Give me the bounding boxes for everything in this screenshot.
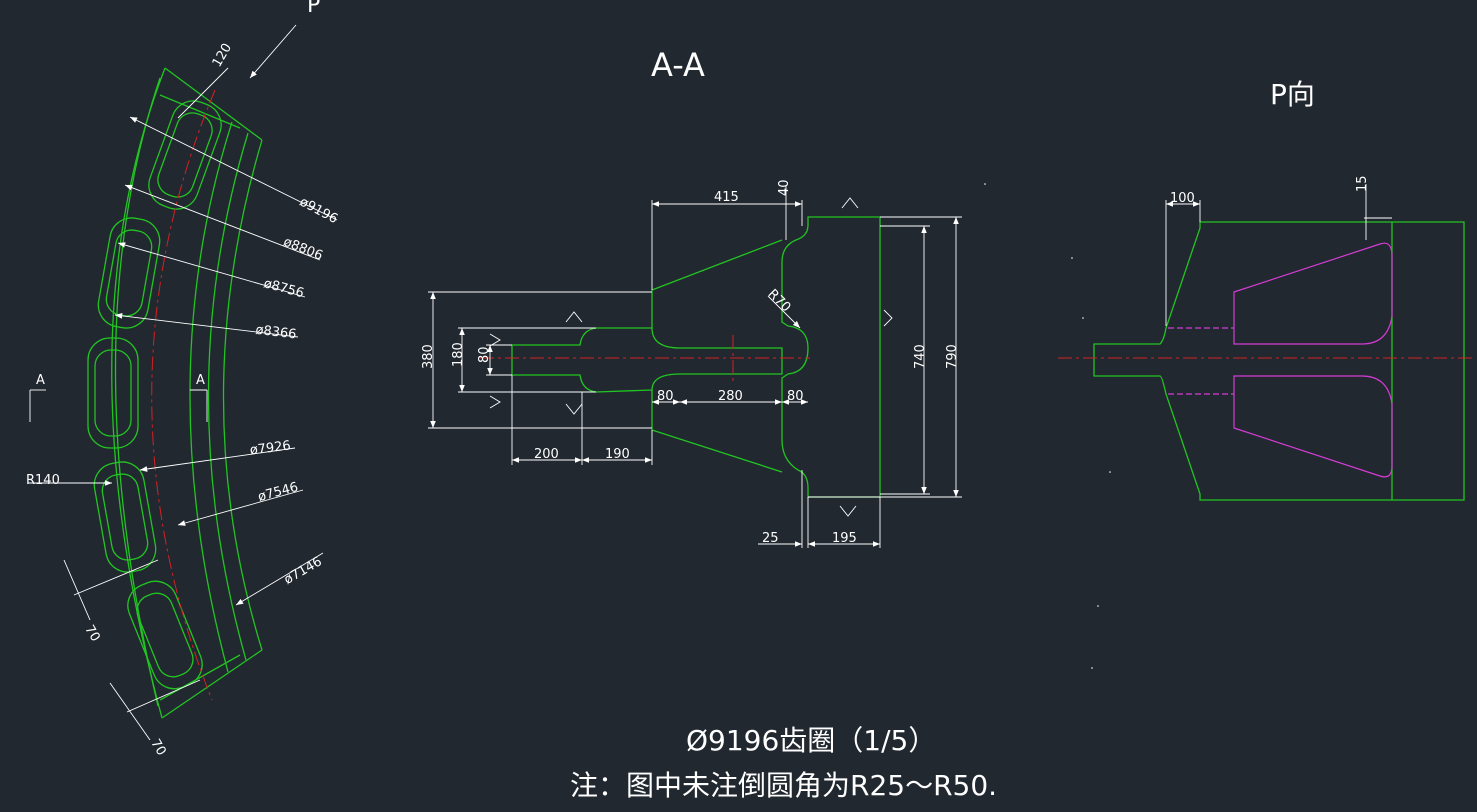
dim-r70: R70 — [765, 287, 794, 316]
p-view-pocket-upper — [1233, 242, 1393, 345]
drawing-note: 注：图中未注倒圆角为R25～R50. — [570, 769, 997, 802]
dim-100: 100 — [1170, 191, 1195, 206]
section-mark-left: A — [36, 373, 45, 388]
arc-pockets — [87, 100, 222, 690]
dim-790: 790 — [945, 344, 960, 369]
dim-80-vertical: 80 — [477, 346, 492, 363]
web-outline — [651, 239, 783, 473]
dim-d7146: ø7146 — [282, 554, 325, 588]
dim-25: 25 — [762, 531, 779, 546]
dim-70-a: 70 — [81, 623, 102, 645]
p-view: P向 100 15 — [1058, 78, 1476, 501]
dim-d7926: ø7926 — [249, 439, 292, 459]
p-view-dim-lines — [1165, 184, 1392, 326]
dim-15: 15 — [1355, 175, 1370, 192]
section-aa: A-A — [421, 46, 962, 548]
dim-80-a: 80 — [657, 389, 674, 404]
p-view-outline — [1093, 221, 1465, 501]
dim-195: 195 — [832, 531, 857, 546]
dim-d8806: ø8806 — [281, 235, 325, 264]
dim-740: 740 — [913, 344, 928, 369]
dim-415: 415 — [714, 190, 739, 205]
dim-80-b: 80 — [787, 389, 804, 404]
dim-d9196: ø9196 — [297, 194, 340, 227]
dim-40: 40 — [777, 179, 792, 196]
rim-section-hatched — [781, 216, 881, 498]
dim-380: 380 — [421, 344, 436, 369]
dim-120: 120 — [210, 41, 235, 70]
arc-outlines — [111, 67, 263, 719]
dim-180: 180 — [451, 342, 466, 367]
dim-r140: R140 — [26, 473, 60, 488]
hub-section-hatched — [511, 327, 783, 393]
dim-200: 200 — [534, 447, 559, 462]
dim-190: 190 — [605, 447, 630, 462]
surface-finish-marks — [489, 197, 893, 517]
p-view-pocket-lower — [1233, 375, 1393, 478]
p-view-title: P向 — [1270, 78, 1315, 111]
drawing-title: Ø9196齿圈（1/5） — [686, 724, 936, 757]
stray-points — [984, 183, 1111, 669]
dim-d8366: ø8366 — [255, 323, 298, 343]
arc-centerline — [151, 89, 216, 701]
view-direction-label: P — [307, 0, 320, 18]
section-dim-lines — [428, 185, 962, 548]
dim-d7546: ø7546 — [256, 480, 300, 505]
dim-280: 280 — [718, 389, 743, 404]
section-mark-right: A — [196, 373, 205, 388]
dim-d8756: ø8756 — [262, 276, 306, 301]
arc-view: P A A 120 ø9196 ø8806 ø8756 ø8366 ø7926 … — [26, 0, 340, 758]
arc-leaders — [28, 24, 338, 741]
dim-70-b: 70 — [147, 737, 168, 759]
section-aa-title: A-A — [651, 46, 705, 84]
